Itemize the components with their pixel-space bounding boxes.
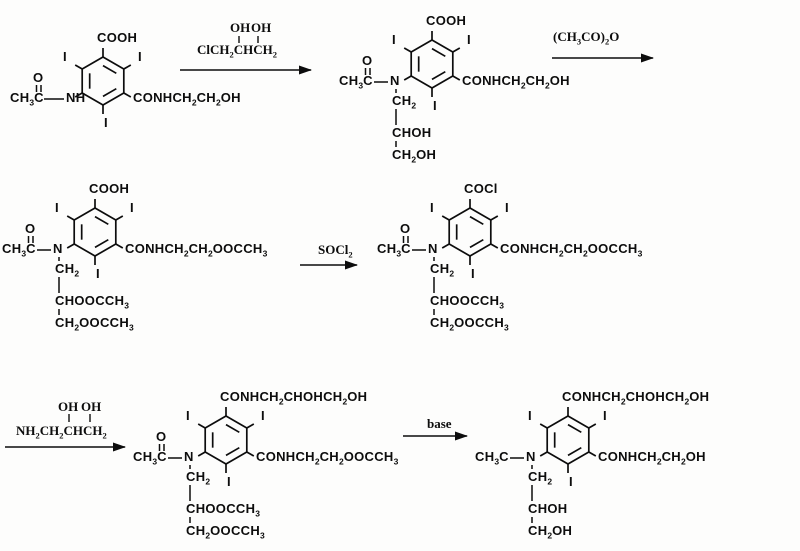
iodine-label: I xyxy=(130,200,134,215)
iodine-label: I xyxy=(569,474,573,489)
ring-nitrogen-label: N xyxy=(428,241,438,256)
right-substituent-label: CONHCH2CH2OOCCH3 xyxy=(256,449,399,467)
ring-structure-3 xyxy=(66,199,124,265)
chain-segment-label: CH2 xyxy=(392,93,417,111)
iodine-label: I xyxy=(528,408,532,423)
chain-segment-label: CHOOCCH3 xyxy=(186,501,260,519)
diol-bonds xyxy=(68,36,259,422)
iodine-label: I xyxy=(430,200,434,215)
iodine-label: I xyxy=(471,266,475,281)
iodine-label: I xyxy=(227,474,231,489)
acetyl-methyl-label: CH3C xyxy=(475,449,509,467)
iodine-label: I xyxy=(138,49,142,64)
chain-segment-label: CH2OOCCH3 xyxy=(55,315,134,333)
hydroxyl-label: OH xyxy=(230,20,251,35)
iodine-label: I xyxy=(505,200,509,215)
top-substituent-label: COOH xyxy=(89,181,130,196)
reagent-label: NH2CH2CHCH2 xyxy=(16,423,107,441)
reaction-arrows xyxy=(5,53,654,452)
ring-nitrogen-label: N xyxy=(390,73,400,88)
ring-structure-1 xyxy=(74,48,132,114)
iodine-label: I xyxy=(433,98,437,113)
hydroxyl-label: OH xyxy=(58,399,79,414)
carbonyl-oxygen-label: O xyxy=(400,221,411,236)
chain-segment-label: CH2OOCCH3 xyxy=(186,523,265,541)
ring-nitrogen-label: N xyxy=(184,449,194,464)
right-substituent-label: CONHCH2CH2OOCCH3 xyxy=(125,241,268,259)
hydroxyl-label: OH xyxy=(81,399,102,414)
reagent-label: (CH3CO)2O xyxy=(553,29,620,47)
chain-segment-label: CHOH xyxy=(528,501,568,516)
chain-segment-label: CHOH xyxy=(392,125,432,140)
reagent-label: base xyxy=(427,416,452,431)
chain-segment-label: CH2OH xyxy=(392,147,437,165)
reagent-label: ClCH2CHCH2 xyxy=(197,42,277,60)
acetyl-methyl-label: CH3C xyxy=(10,90,44,108)
top-substituent-label: COOH xyxy=(426,13,467,28)
ring-structure-2 xyxy=(403,31,461,97)
ring-nitrogen-label: NH xyxy=(66,90,86,105)
iodine-label: I xyxy=(55,200,59,215)
ring-structure-5 xyxy=(197,407,255,473)
chain-segment-label: CH2OH xyxy=(528,523,573,541)
iodine-label: I xyxy=(63,49,67,64)
acetyl-methyl-label: CH3C xyxy=(2,241,36,259)
chain-segment-label: CH2 xyxy=(430,261,455,279)
iodine-label: I xyxy=(392,32,396,47)
chain-segment-label: CHOOCCH3 xyxy=(55,293,129,311)
top-substituent-label: CONHCH2CHOHCH2OH xyxy=(562,389,710,407)
right-substituent-label: CONHCH2CH2OH xyxy=(133,90,241,108)
ring-structure-6 xyxy=(539,407,597,473)
chain-segment-label: CH2 xyxy=(55,261,80,279)
c-n-bonds xyxy=(37,81,524,459)
benzene-rings xyxy=(66,31,597,473)
acetyl-methyl-label: CH3C xyxy=(339,73,373,91)
acetyl-methyl-label: CH3C xyxy=(377,241,411,259)
carbonyl-oxygen-label: O xyxy=(156,429,167,444)
ring-nitrogen-label: N xyxy=(53,241,63,256)
top-substituent-label: CONHCH2CHOHCH2OH xyxy=(220,389,368,407)
carbonyl-oxygen-label: O xyxy=(33,70,44,85)
top-substituent-label: COOH xyxy=(97,30,138,45)
hydroxyl-label: OH xyxy=(251,20,272,35)
acetyl-methyl-label: CH3C xyxy=(133,449,167,467)
chain-segment-label: CH2 xyxy=(528,469,553,487)
iodine-label: I xyxy=(261,408,265,423)
right-substituent-label: CONHCH2CH2OH xyxy=(462,73,570,91)
iodine-label: I xyxy=(104,115,108,130)
reagent-label: SOCl2 xyxy=(318,242,353,260)
chain-bonds xyxy=(58,89,533,523)
right-substituent-label: CONHCH2CH2OOCCH3 xyxy=(500,241,643,259)
top-substituent-label: COCl xyxy=(464,181,498,196)
chain-segment-label: CH2OOCCH3 xyxy=(430,315,509,333)
ring-structure-4 xyxy=(441,199,499,265)
carbonyl-double-bonds xyxy=(27,68,409,451)
iodine-label: I xyxy=(467,32,471,47)
iodine-label: I xyxy=(186,408,190,423)
iodine-label: I xyxy=(96,266,100,281)
carbonyl-oxygen-label: O xyxy=(362,53,373,68)
right-substituent-label: CONHCH2CH2OH xyxy=(598,449,706,467)
chain-segment-label: CHOOCCH3 xyxy=(430,293,504,311)
iodine-label: I xyxy=(603,408,607,423)
chain-segment-label: CH2 xyxy=(186,469,211,487)
ring-nitrogen-label: N xyxy=(526,449,536,464)
carbonyl-oxygen-label: O xyxy=(25,221,36,236)
